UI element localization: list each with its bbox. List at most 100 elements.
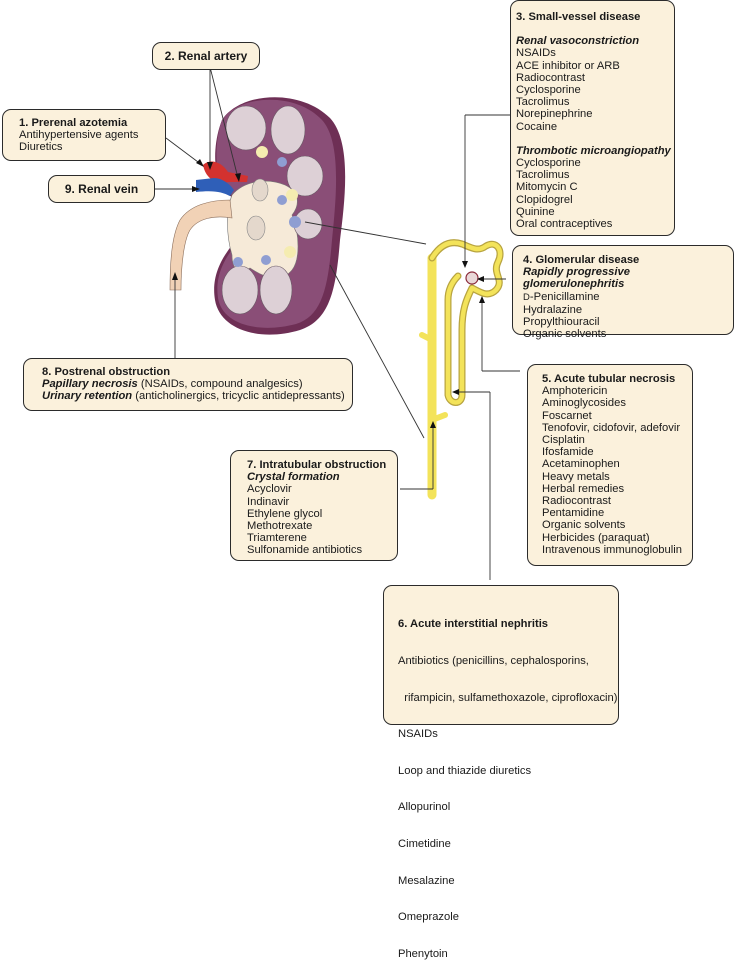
list-item: Norepinephrine: [516, 108, 593, 121]
list-item: rifampicin, sulfamethoxazole, ciprofloxa…: [398, 691, 618, 704]
list-item: Herbal remedies: [542, 482, 625, 495]
list-item: Cisplatin: [542, 434, 585, 447]
calyx: [261, 255, 271, 265]
list-item: Ethylene glycol: [247, 507, 323, 520]
small-vessel-disease-box: 3. Small-vessel disease Renal vasoconstr…: [510, 0, 675, 236]
nephron-illustration: [419, 239, 504, 500]
glomerular-disease-title: 4. Glomerular disease: [523, 254, 640, 266]
list-item: Phenytoin: [398, 947, 448, 960]
renal-pyramid: [259, 265, 293, 315]
list-item: Tacrolimus: [516, 96, 570, 109]
list-item: Tacrolimus: [516, 169, 570, 182]
calyx-fat: [256, 146, 268, 158]
list-item: NSAIDs: [516, 47, 556, 60]
urinary-retention-causes: (anticholinergics, tricyclic antidepress…: [132, 390, 345, 403]
prerenal-azotemia-title: 1. Prerenal azotemia: [19, 117, 128, 129]
list-item-text: -Penicillamine: [529, 290, 600, 303]
list-item: Papillary necrosis (NSAIDs, compound ana…: [42, 378, 352, 390]
papillary-necrosis-label: Papillary necrosis: [42, 378, 138, 391]
list-item: Herbicides (paraquat): [542, 531, 650, 544]
arrowheads: [172, 159, 485, 428]
intratubular-obstruction-box: 7. Intratubular obstruction Crystal form…: [230, 450, 398, 561]
calyx: [289, 216, 301, 228]
renal-vasoconstriction-subtitle: Renal vasoconstriction: [516, 35, 640, 48]
calyx-fat: [286, 189, 298, 201]
papilla: [246, 215, 266, 241]
kidney-illustration: [169, 97, 346, 335]
list-item: Cimetidine: [398, 838, 451, 851]
renal-artery-title: 2. Renal artery: [164, 49, 248, 63]
list-item: Diuretics: [19, 141, 63, 154]
small-vessel-disease-title: 3. Small-vessel disease: [516, 11, 641, 23]
crystal-formation-subtitle: Crystal formation: [247, 471, 340, 484]
kidney-nephron-illustration: [155, 66, 520, 580]
acute-tubular-necrosis-title: 5. Acute tubular necrosis: [542, 373, 676, 385]
acute-tubular-necrosis-box: 5. Acute tubular necrosis Amphotericin A…: [527, 364, 693, 566]
prerenal-azotemia-box: 1. Prerenal azotemia Antihypertensive ag…: [2, 109, 166, 161]
list-item: Hydralazine: [523, 303, 583, 316]
list-item: D-Penicillamine: [523, 291, 733, 304]
renal-vein-vessel: [196, 178, 234, 196]
list-item: Tenofovir, cidofovir, adefovir: [542, 421, 681, 434]
glomerular-disease-box: 4. Glomerular disease Rapidly progressiv…: [512, 245, 734, 340]
calyx: [277, 157, 287, 167]
renal-pyramid: [286, 155, 324, 197]
renal-vein-box: 9. Renal vein: [48, 175, 155, 203]
intratubular-obstruction-title: 7. Intratubular obstruction: [247, 459, 387, 471]
list-item: Cyclosporine: [516, 84, 581, 97]
list-item: ACE inhibitor or ARB: [516, 59, 620, 72]
list-item: Radiocontrast: [542, 495, 612, 508]
renal-pyramid: [270, 105, 306, 155]
ureter: [169, 199, 233, 291]
d-prefix: D: [523, 291, 530, 303]
renal-vein-title: 9. Renal vein: [64, 182, 139, 196]
list-item: Allopurinol: [398, 801, 451, 814]
list-item: Urinary retention (anticholinergics, tri…: [42, 390, 352, 402]
urinary-retention-label: Urinary retention: [42, 390, 133, 403]
calyx-fat: [284, 246, 296, 258]
list-item: Acyclovir: [247, 483, 292, 496]
list-item: Radiocontrast: [516, 71, 586, 84]
list-item: NSAIDs: [398, 728, 438, 741]
list-item: Mitomycin C: [516, 181, 578, 194]
list-item: Sulfonamide antibiotics: [247, 544, 363, 557]
calyx: [233, 257, 243, 267]
list-item: Antibiotics (penicillins, cephalosporins…: [398, 655, 589, 668]
calyx: [277, 195, 287, 205]
list-item: Cocaine: [516, 120, 558, 133]
list-item: Intravenous immunoglobulin: [542, 543, 682, 556]
connector-lines: [155, 66, 520, 580]
list-item: Clopidogrel: [516, 193, 573, 206]
list-item: Cyclosporine: [516, 157, 581, 170]
list-item: Quinine: [516, 205, 555, 218]
acute-interstitial-nephritis-box: 6. Acute interstitial nephritis Antibiot…: [383, 585, 619, 960]
nephron-tubule: [428, 239, 504, 406]
postrenal-obstruction-box: 8. Postrenal obstruction Papillary necro…: [23, 358, 353, 411]
glomerulus: [465, 271, 479, 285]
list-item: Omeprazole: [398, 911, 459, 924]
thrombotic-microangiopathy-subtitle: Thrombotic microangiopathy: [516, 144, 671, 157]
papillary-necrosis-causes: (NSAIDs, compound analgesics): [137, 378, 303, 391]
list-item: Ifosfamide: [542, 446, 594, 459]
list-item: Organic solvents: [542, 519, 626, 532]
list-item: Heavy metals: [542, 470, 610, 483]
list-item: Acetaminophen: [542, 458, 620, 471]
list-item: Mesalazine: [398, 874, 455, 887]
list-item: Antihypertensive agents: [19, 129, 139, 142]
list-item: Indinavir: [247, 495, 290, 508]
renal-pyramid: [221, 265, 259, 315]
list-item: Triamterene: [247, 532, 307, 545]
list-item: Oral contraceptives: [516, 218, 613, 231]
list-item: Foscarnet: [542, 409, 592, 422]
list-item: Propylthiouracil: [523, 316, 600, 329]
list-item: Pentamidine: [542, 507, 605, 520]
list-item: Amphotericin: [542, 385, 608, 398]
list-item: Loop and thiazide diuretics: [398, 764, 532, 777]
list-item: Aminoglycosides: [542, 397, 626, 410]
rpgn-subtitle: Rapidly progressive glomerulonephritis: [523, 266, 630, 291]
renal-artery-box: 2. Renal artery: [152, 42, 260, 70]
acute-interstitial-nephritis-title: 6. Acute interstitial nephritis: [398, 618, 549, 631]
papilla: [251, 178, 269, 202]
list-item: Methotrexate: [247, 520, 313, 533]
list-item: Organic solvents: [523, 328, 607, 341]
